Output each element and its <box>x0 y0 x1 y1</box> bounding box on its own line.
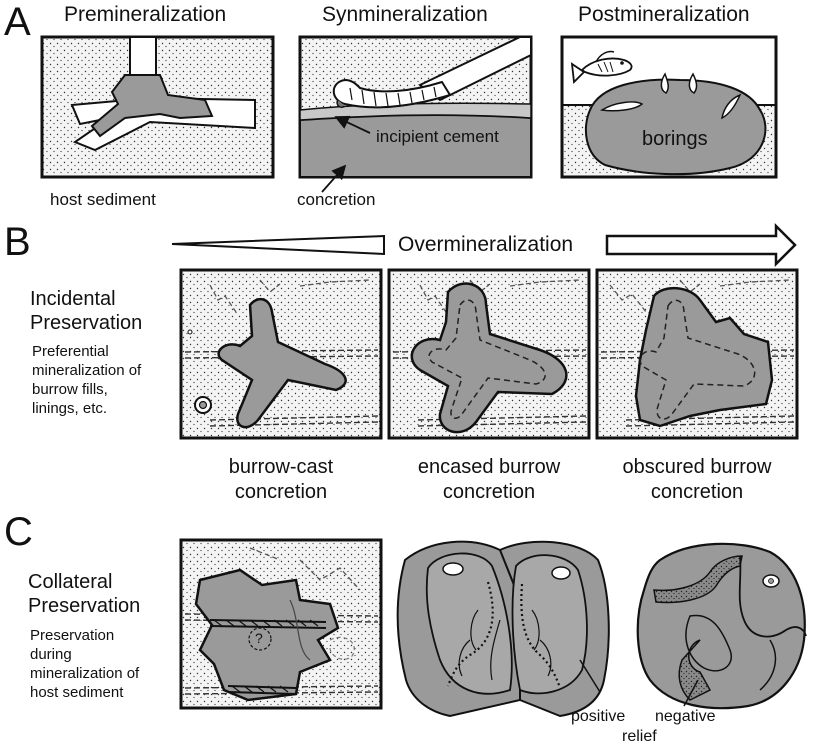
grooved-concretion <box>636 542 807 710</box>
fish-icon <box>570 50 633 84</box>
split-concretion <box>396 540 610 718</box>
panel-letter-b: B <box>4 220 31 264</box>
side-desc-b-3: burrow fills, <box>32 381 108 398</box>
side-title-incidental-2: Preservation <box>30 312 143 334</box>
side-title-collateral-1: Collateral <box>28 571 113 593</box>
caption-obscured-1: obscured burrow <box>622 456 772 478</box>
label-host-sediment: host sediment <box>50 190 156 209</box>
obscured-burrow-box <box>595 268 799 440</box>
panel-letter-a: A <box>4 0 31 44</box>
side-desc-b-4: linings, etc. <box>32 400 108 417</box>
label-borings: borings <box>642 128 708 150</box>
arrow-right-icon <box>605 222 797 268</box>
side-desc-c-3: mineralization of <box>30 665 140 682</box>
side-desc-c-2: during <box>30 646 72 663</box>
side-title-collateral-2: Preservation <box>28 595 141 617</box>
panel-letter-c: C <box>4 510 33 554</box>
label-question: ? <box>255 630 263 646</box>
title-premineralization: Premineralization <box>64 3 227 26</box>
label-positive: positive <box>571 708 626 725</box>
side-title-incidental-1: Incidental <box>30 288 116 310</box>
caption-encased-2: concretion <box>442 481 536 503</box>
side-desc-c-4: host sediment <box>30 684 124 701</box>
caption-burrow-cast-2: concretion <box>234 481 328 503</box>
synmineralization-box <box>298 35 533 193</box>
label-overmineralization: Overmineralization <box>398 233 574 256</box>
postmineralization-box <box>560 35 778 179</box>
title-postmineralization: Postmineralization <box>578 3 750 26</box>
side-desc-b-2: mineralization of <box>32 362 142 379</box>
burrow-cast-box <box>179 268 383 440</box>
side-desc-c-1: Preservation <box>30 627 115 644</box>
panel-c <box>179 538 807 718</box>
encased-burrow-box <box>387 268 591 440</box>
title-synmineralization: Synmineralization <box>322 3 488 26</box>
panel-a <box>40 35 778 193</box>
label-incipient-cement: incipient cement <box>376 127 499 146</box>
caption-obscured-2: concretion <box>650 481 744 503</box>
premineralization-box <box>40 35 275 179</box>
side-desc-b-1: Preferential <box>32 343 109 360</box>
collateral-box <box>179 538 383 710</box>
label-concretion: concretion <box>297 190 376 209</box>
caption-burrow-cast-1: burrow-cast <box>228 456 334 478</box>
label-negative: negative <box>655 708 716 725</box>
panel-b <box>171 222 799 440</box>
wedge-shape <box>171 234 385 256</box>
label-relief: relief <box>622 728 657 745</box>
caption-encased-1: encased burrow <box>417 456 561 478</box>
